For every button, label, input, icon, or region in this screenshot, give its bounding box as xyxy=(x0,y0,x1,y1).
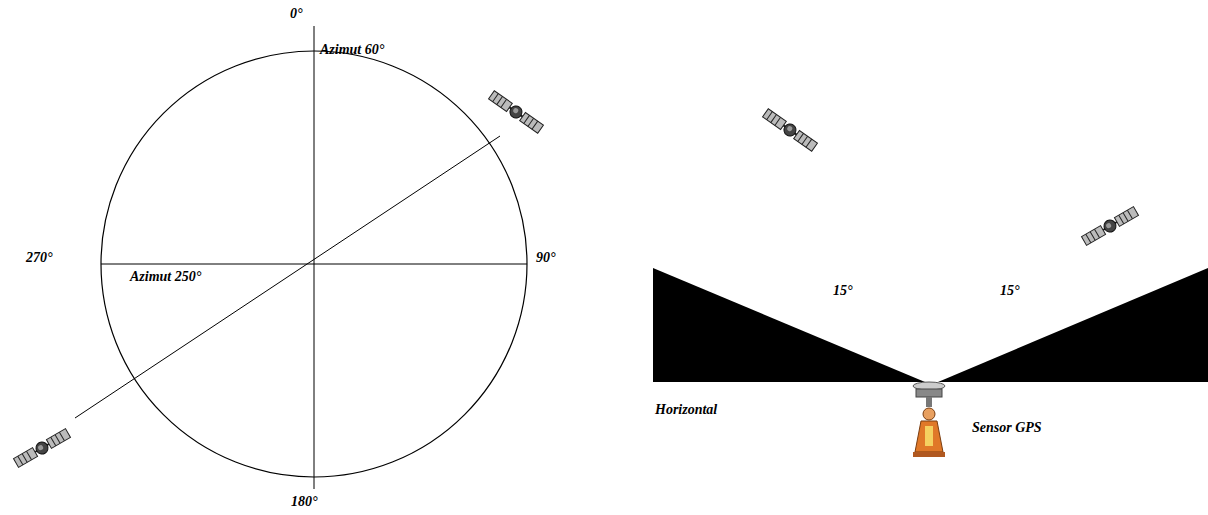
mask-wedge xyxy=(653,268,925,382)
horizon-label: Horizontal xyxy=(655,402,717,417)
azimuth-label: Azimut 60° xyxy=(320,42,384,57)
angle-label: 15° xyxy=(833,283,853,298)
angle-label: 15° xyxy=(1000,283,1020,298)
sensor-label: Sensor GPS xyxy=(972,420,1042,435)
satellite xyxy=(762,108,818,152)
direction-label: 180° xyxy=(291,494,318,509)
gps-sensor xyxy=(913,382,945,457)
direction-label: 270° xyxy=(26,250,53,265)
azimuth-circle xyxy=(75,26,527,489)
direction-label: 90° xyxy=(536,250,556,265)
mask-wedge xyxy=(938,268,1208,382)
satellite xyxy=(1081,206,1139,246)
satellite xyxy=(13,428,71,468)
satellite xyxy=(488,90,544,134)
azimuth-label: Azimut 250° xyxy=(130,269,201,284)
direction-label: 0° xyxy=(290,6,303,21)
